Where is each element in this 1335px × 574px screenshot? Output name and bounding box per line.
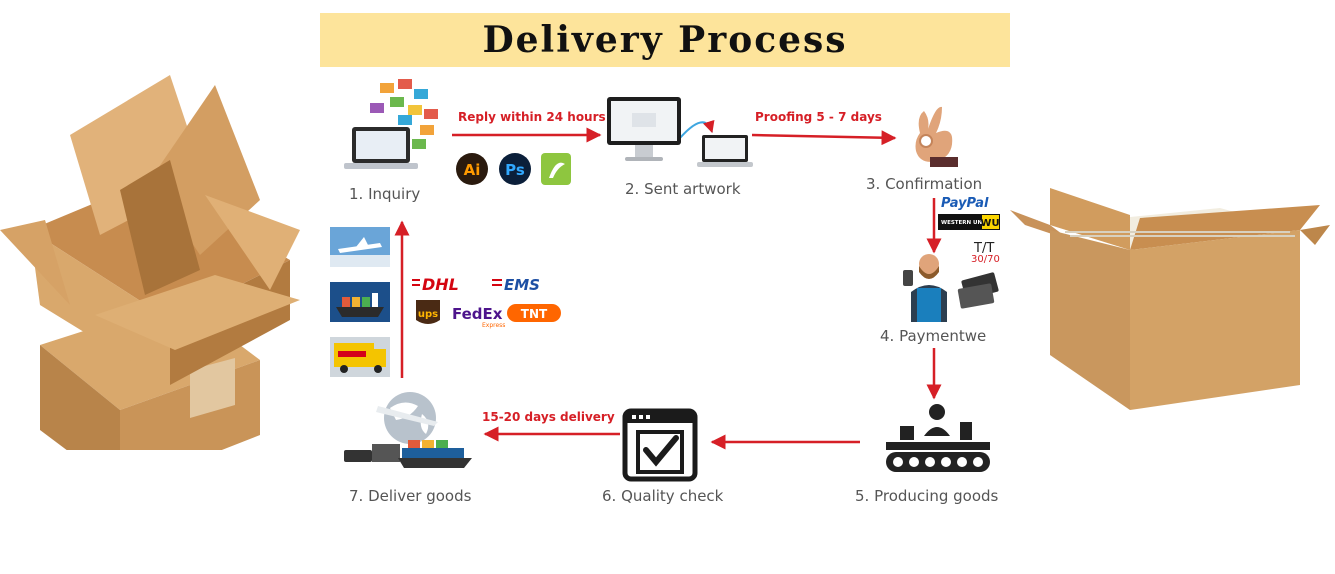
fedex-express-label: Express — [482, 322, 505, 329]
airplane-photo-icon — [330, 227, 390, 267]
step-inquiry-label: 1. Inquiry — [349, 185, 421, 203]
ok-hand-icon — [915, 106, 958, 167]
inquiry-email-icon — [344, 79, 438, 169]
open-boxes-illustration — [0, 75, 300, 450]
western-union-logo: WESTERN UNION — [941, 220, 994, 226]
proofing-time-label: Proofing 5 - 7 days — [755, 110, 882, 124]
reply-time-label: Reply within 24 hours — [458, 110, 606, 124]
carrier-logos: DHL EMS ups FedEx Express TNT — [412, 275, 561, 329]
payment-person-icon — [903, 254, 999, 322]
closed-box-illustration — [1010, 188, 1330, 410]
cargo-ship-photo-icon — [330, 282, 390, 322]
step-producing-label: 5. Producing goods — [855, 487, 999, 505]
tnt-logo: TNT — [521, 307, 548, 321]
artwork-computers-icon — [607, 97, 753, 167]
arrow-2-to-3 — [751, 130, 897, 146]
paypal-logo: PayPal — [941, 196, 989, 211]
step-payment-label: 4. Paymentwe — [880, 327, 987, 345]
illustrator-icon: Ai — [464, 161, 481, 179]
delivery-time-label: 15-20 days delivery — [482, 410, 615, 424]
production-conveyor-icon — [886, 404, 990, 472]
step-deliver-goods-label: 7. Deliver goods — [349, 487, 472, 505]
software-icons: Ai Ps — [456, 153, 571, 185]
wu-logo: WU — [980, 218, 999, 229]
payment-ratio: 30/70 — [971, 254, 1000, 265]
payment-logos: PayPal WESTERN UNION WU T/T 30/70 — [938, 196, 1000, 265]
artwork-transfer-arrow — [679, 119, 715, 139]
photoshop-icon: Ps — [505, 161, 525, 179]
step-confirmation-label: 3. Confirmation — [866, 175, 983, 193]
page-title: Delivery Process — [482, 19, 848, 61]
ups-logo: ups — [418, 309, 438, 320]
ems-logo: EMS — [504, 276, 540, 294]
fedex-logo: FedEx — [452, 305, 503, 323]
truck-photo-icon — [330, 337, 390, 377]
title-banner: Delivery Process — [320, 13, 1010, 67]
dhl-logo: DHL — [422, 275, 459, 294]
tt-label: T/T — [973, 241, 994, 256]
step-sent-artwork-label: 2. Sent artwork — [625, 180, 741, 198]
global-delivery-icon — [344, 392, 472, 468]
quality-check-icon — [622, 408, 698, 482]
transport-photos — [330, 227, 390, 377]
step-quality-check-label: 6. Quality check — [602, 487, 724, 505]
